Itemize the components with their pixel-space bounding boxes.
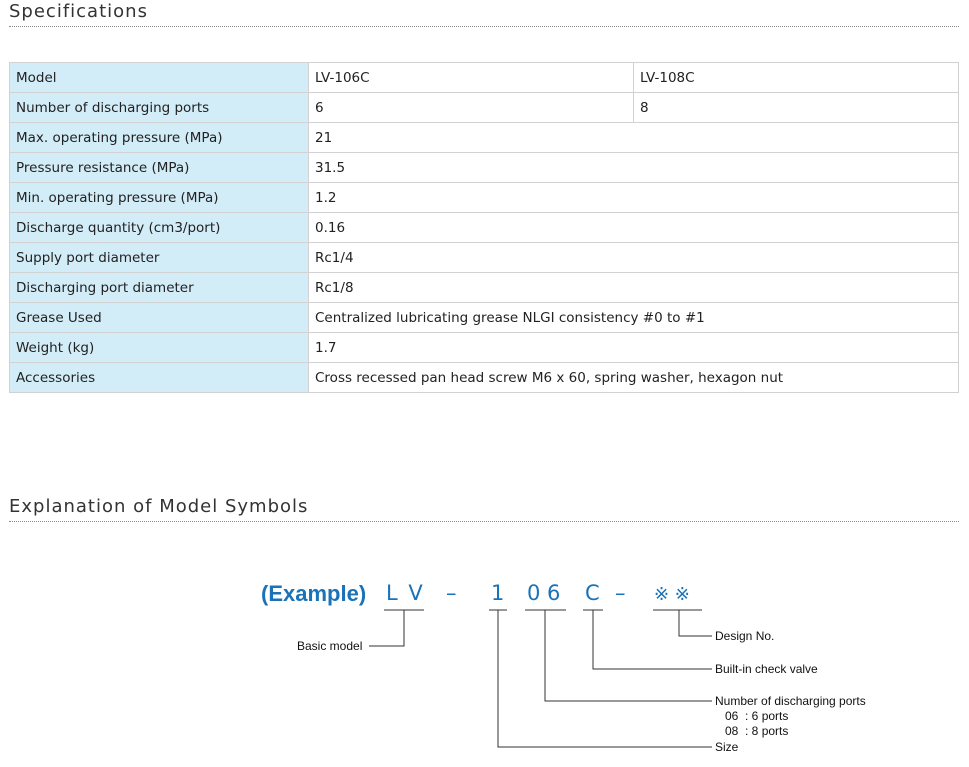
spec-value: Cross recessed pan head screw M6 x 60, s… xyxy=(308,362,959,393)
spec-label: Grease Used xyxy=(9,302,309,333)
spec-value: Rc1/4 xyxy=(308,242,959,273)
label-design-no: Design No. xyxy=(715,629,775,643)
leader-ports xyxy=(544,610,712,702)
symbol-ports: 0 6 xyxy=(527,581,561,605)
symbol-design: ※ ※ xyxy=(654,584,690,605)
leader-basic-model xyxy=(369,610,405,647)
symbol-basic-model: L V xyxy=(386,581,425,605)
spec-value: 21 xyxy=(308,122,959,153)
spec-value: Rc1/8 xyxy=(308,272,959,303)
symbol-dash-2: – xyxy=(615,581,626,605)
spec-label: Max. operating pressure (MPa) xyxy=(9,122,309,153)
specifications-title: Specifications xyxy=(9,1,148,22)
label-basic-model: Basic model xyxy=(297,639,363,653)
spec-label: Weight (kg) xyxy=(9,332,309,363)
spec-label: Supply port diameter xyxy=(9,242,309,273)
specifications-divider xyxy=(9,26,959,27)
spec-row: Min. operating pressure (MPa)1.2 xyxy=(9,182,959,213)
spec-value: 1.2 xyxy=(308,182,959,213)
symbol-dash-1: – xyxy=(446,581,457,605)
leader-size xyxy=(497,610,712,748)
leader-design xyxy=(678,610,712,637)
spec-row: Discharge quantity (cm3/port)0.16 xyxy=(9,212,959,243)
spec-value: Centralized lubricating grease NLGI cons… xyxy=(308,302,959,333)
spec-label: Discharge quantity (cm3/port) xyxy=(9,212,309,243)
symbol-check-valve: C xyxy=(585,581,600,605)
spec-label: Min. operating pressure (MPa) xyxy=(9,182,309,213)
label-ports-08: 08 : 8 ports xyxy=(725,724,789,738)
label-check-valve: Built-in check valve xyxy=(715,662,818,676)
example-label: (Example) xyxy=(261,581,367,606)
spec-label: Model xyxy=(9,62,309,93)
label-ports-title: Number of discharging ports xyxy=(715,694,866,708)
symbol-size: 1 xyxy=(491,581,505,605)
spec-row: Max. operating pressure (MPa)21 xyxy=(9,122,959,153)
model-symbols-title: Explanation of Model Symbols xyxy=(9,496,309,517)
spec-value: LV-106C xyxy=(308,62,634,93)
spec-label: Number of discharging ports xyxy=(9,92,309,123)
spec-value: 6 xyxy=(308,92,634,123)
spec-value: 8 xyxy=(633,92,959,123)
leader-check-valve xyxy=(592,610,712,670)
spec-row: Weight (kg)1.7 xyxy=(9,332,959,363)
spec-value: 1.7 xyxy=(308,332,959,363)
label-ports-06: 06 : 6 ports xyxy=(725,709,789,723)
label-size: Size xyxy=(715,740,739,754)
model-symbols-divider xyxy=(9,521,959,522)
spec-value: LV-108C xyxy=(633,62,959,93)
spec-label: Discharging port diameter xyxy=(9,272,309,303)
spec-label: Accessories xyxy=(9,362,309,393)
